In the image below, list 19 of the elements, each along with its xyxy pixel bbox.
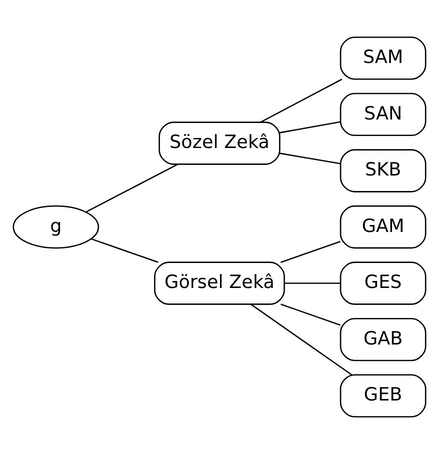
connector	[260, 78, 342, 123]
connector	[280, 152, 340, 164]
node-box: SAM	[340, 36, 426, 80]
node-box: GES	[340, 262, 426, 305]
connector	[91, 238, 158, 263]
connector	[86, 164, 178, 212]
node-box: GAB	[340, 318, 426, 362]
node-box: SAN	[340, 92, 426, 136]
connector	[250, 304, 352, 376]
connector	[280, 240, 341, 263]
node-box: Görsel Zekâ	[154, 262, 285, 305]
node-box: GAM	[340, 205, 426, 249]
connector	[280, 304, 341, 326]
node-ellipse: g	[12, 205, 100, 249]
node-box: SKB	[340, 149, 426, 192]
node-box: Sözel Zekâ	[158, 122, 280, 165]
node-box: GEB	[340, 374, 426, 418]
connector	[284, 282, 340, 284]
connector	[280, 121, 340, 134]
